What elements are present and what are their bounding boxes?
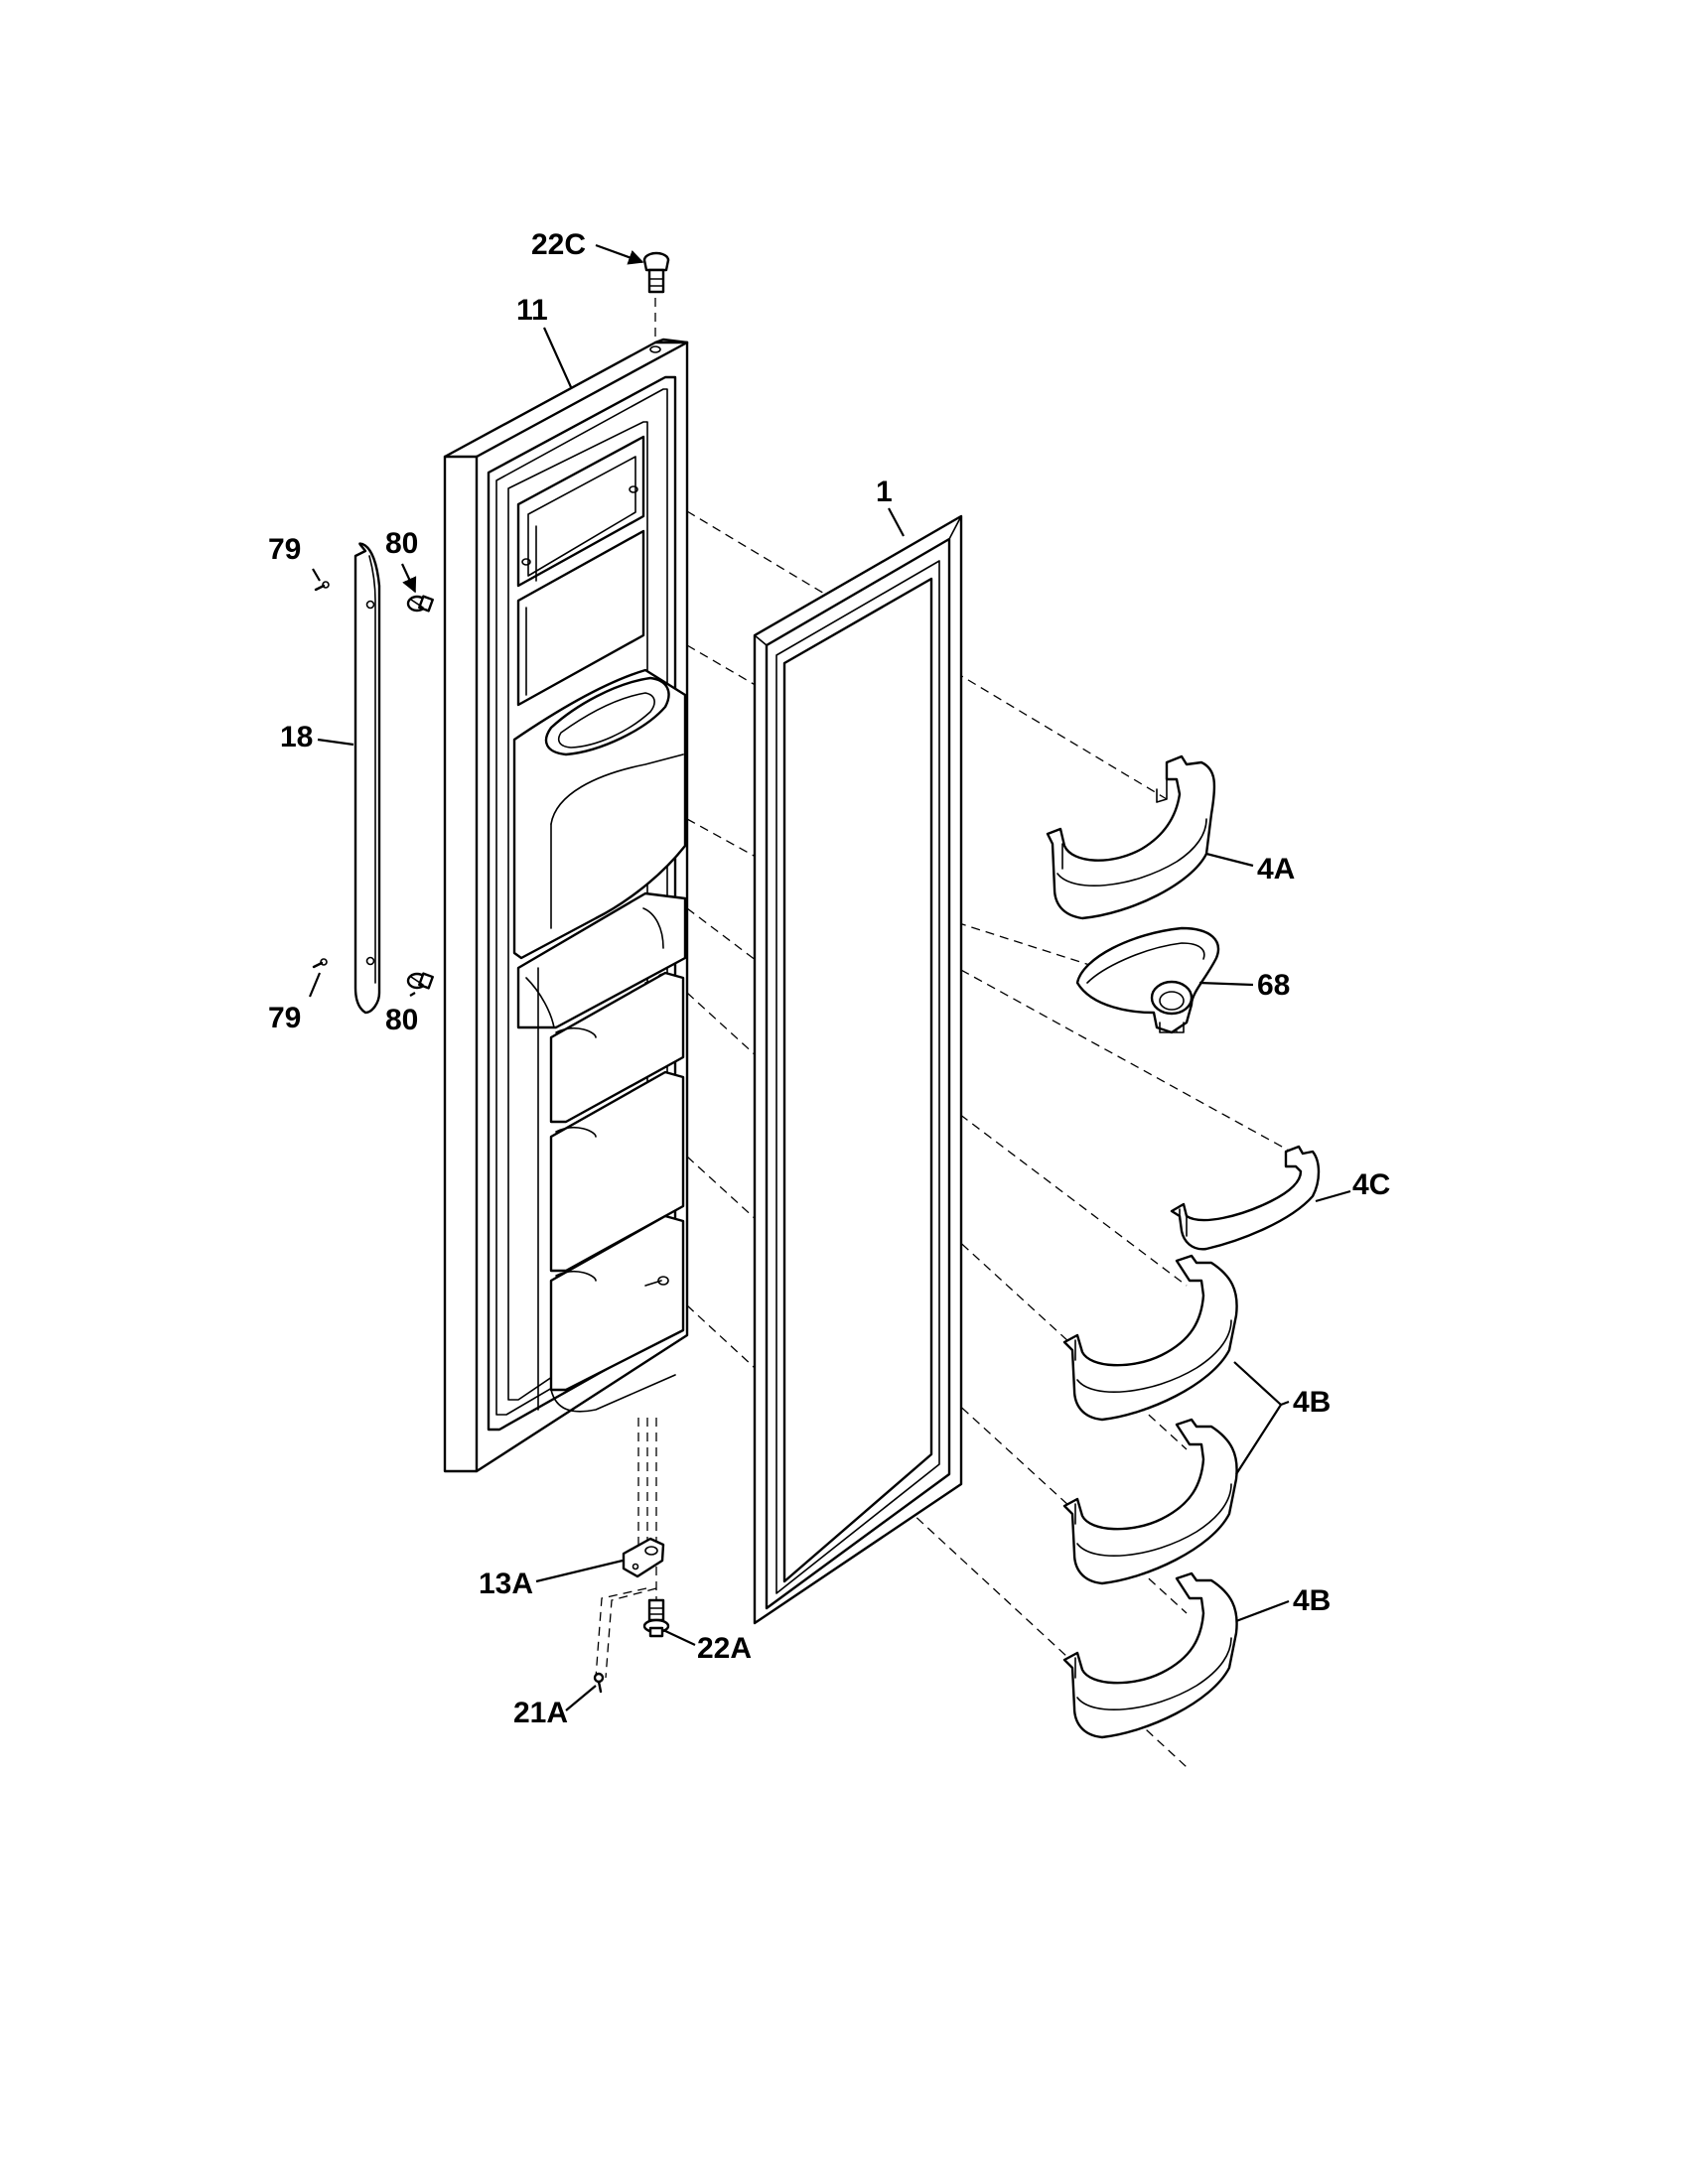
label-68: 68 <box>1257 969 1290 1002</box>
hinge-pin-22c <box>642 251 670 294</box>
label-22c: 22C <box>531 228 586 261</box>
label-79-top: 79 <box>268 533 301 566</box>
door-bin-4b-2 <box>1062 1418 1238 1585</box>
screw-79-bottom <box>312 958 328 969</box>
hinge-13a <box>622 1537 665 1578</box>
label-80-top: 80 <box>385 527 418 560</box>
label-21a: 21A <box>513 1697 568 1729</box>
label-4b-upper: 4B <box>1293 1386 1331 1419</box>
label-4c: 4C <box>1352 1168 1390 1201</box>
label-11: 11 <box>516 294 548 327</box>
stud-80-bottom <box>406 972 434 990</box>
screw-21a <box>593 1672 605 1694</box>
door-bin-4b-3 <box>1062 1571 1238 1739</box>
label-4b-lower: 4B <box>1293 1584 1331 1617</box>
label-1: 1 <box>876 476 893 508</box>
label-4a: 4A <box>1257 853 1295 886</box>
door-handle-18 <box>353 542 381 1015</box>
door-bin-4c <box>1170 1145 1321 1251</box>
label-18: 18 <box>280 721 313 753</box>
egg-tray-68 <box>1075 926 1220 1034</box>
label-22a: 22A <box>697 1632 752 1665</box>
hinge-pin-22a <box>642 1598 670 1638</box>
screw-79-top <box>314 581 330 592</box>
leader-lines <box>308 243 1351 1711</box>
label-13a: 13A <box>479 1568 533 1600</box>
door-liner-11 <box>443 338 689 1473</box>
label-79-bottom: 79 <box>268 1002 301 1034</box>
label-80-bottom: 80 <box>385 1004 418 1036</box>
door-bin-4b-1 <box>1062 1254 1238 1422</box>
part-labels: 22C 11 1 79 80 18 79 80 4A 68 4C 4B 4B 1… <box>268 228 1390 1729</box>
door-bin-4a <box>1046 754 1216 920</box>
stud-80-top <box>406 595 434 613</box>
door-gasket-1 <box>753 514 963 1625</box>
